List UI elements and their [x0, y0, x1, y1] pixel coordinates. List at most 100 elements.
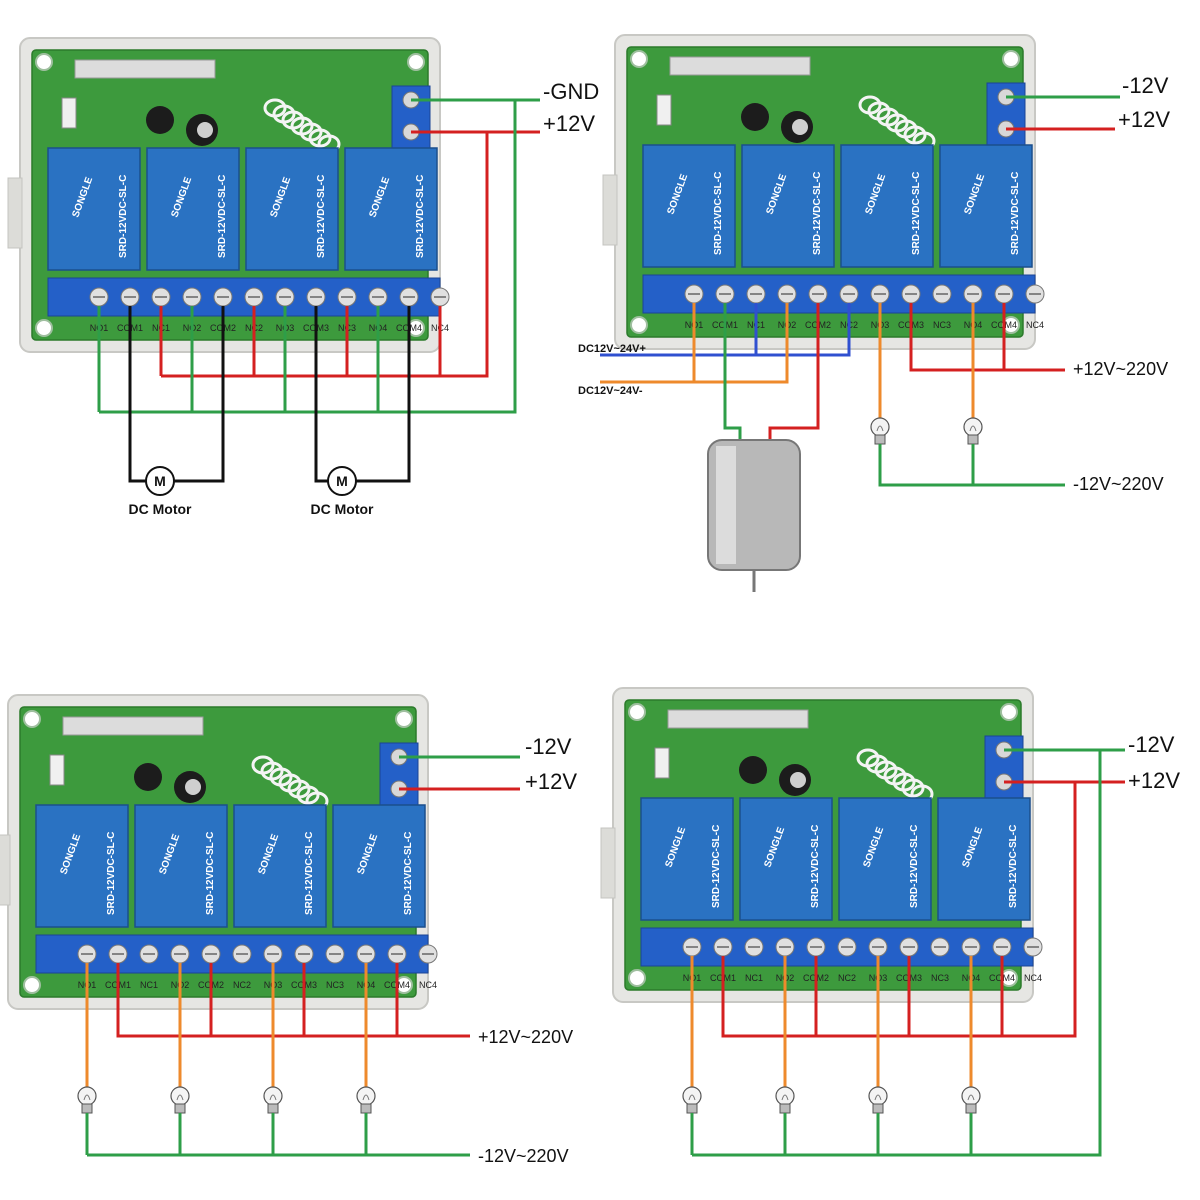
bulb-filament [176, 1094, 184, 1101]
bulb-base [779, 1103, 791, 1114]
relay-model: SRD-12VDC-SL-C [911, 172, 922, 255]
case-clip [7, 177, 23, 249]
dc-motor [707, 439, 801, 592]
capacitor-top [185, 779, 201, 795]
load-pos-label: +12V~220V [478, 1027, 573, 1047]
relay-model: SRD-12VDC-SL-C [711, 825, 722, 908]
dc-pos-label: DC12V~24V+ [578, 343, 646, 355]
bulb-glass [170, 1086, 190, 1106]
case-clip [600, 827, 616, 899]
load-pos-wire [909, 303, 1065, 372]
terminal-label: NC2 [233, 980, 251, 990]
load-pos-wire [721, 782, 1077, 1038]
bulb-glass [961, 1086, 981, 1106]
power-label-gnd: -GND [543, 79, 599, 104]
relay-model: SRD-12VDC-SL-C [217, 175, 228, 258]
terminal-label: NC4 [419, 980, 437, 990]
case-clip [602, 174, 618, 246]
bulb-glass [868, 1086, 888, 1106]
learn-button [61, 97, 77, 129]
receiver-module [667, 709, 809, 729]
relay-body [840, 144, 934, 268]
power-label-neg: -12V [1128, 732, 1175, 757]
mounting-hole [630, 50, 648, 68]
relay-model: SRD-12VDC-SL-C [205, 832, 216, 915]
terminal-label: NC3 [931, 973, 949, 983]
relay-body [739, 797, 833, 921]
power-label-pos: +12V [1118, 107, 1170, 132]
mounting-hole [1000, 703, 1018, 721]
bulb-glass [870, 417, 890, 437]
mounting-hole [630, 316, 648, 334]
relay-model: SRD-12VDC-SL-C [713, 172, 724, 255]
relay-body [134, 804, 228, 928]
bulb-base [965, 1103, 977, 1114]
mounting-hole [395, 710, 413, 728]
bulb-icon [263, 1086, 283, 1114]
bulb-filament [688, 1094, 696, 1101]
relay-body [344, 147, 438, 271]
dc-pos-wire [600, 303, 851, 357]
mounting-hole [1002, 50, 1020, 68]
bulb-filament [876, 425, 884, 432]
bulb-filament [362, 1094, 370, 1101]
load-neg-wire [692, 750, 1102, 1157]
bulb-icon [963, 417, 983, 445]
motor-symbol [327, 466, 357, 496]
gnd-bus [99, 100, 517, 414]
power-label-pos: +12V [525, 769, 577, 794]
bulb-glass [963, 417, 983, 437]
motor-wire-a [723, 303, 742, 440]
relay-model: SRD-12VDC-SL-C [316, 175, 327, 258]
bulb-glass [682, 1086, 702, 1106]
terminal-label: NC4 [1024, 973, 1042, 983]
terminal-label: NC2 [838, 973, 856, 983]
case-clip [0, 834, 11, 906]
relay-model: SRD-12VDC-SL-C [415, 175, 426, 258]
bulb-filament [967, 1094, 975, 1101]
relay-model: SRD-12VDC-SL-C [304, 832, 315, 915]
mounting-hole [628, 703, 646, 721]
capacitor [146, 106, 174, 134]
motor-letter: M [154, 473, 166, 489]
bulb-base [872, 1103, 884, 1114]
relay-body [640, 797, 734, 921]
bulb-glass [263, 1086, 283, 1106]
motor-wire [128, 306, 146, 483]
learn-button [49, 754, 65, 786]
bulb-icon [356, 1086, 376, 1114]
relay-model: SRD-12VDC-SL-C [106, 832, 117, 915]
load-pos-label: +12V~220V [1073, 359, 1168, 379]
motor-label: DC Motor [129, 501, 193, 517]
relay-model: SRD-12VDC-SL-C [403, 832, 414, 915]
bulb-base [686, 1103, 698, 1114]
dc-neg-wire [600, 303, 789, 384]
relay-body [245, 147, 339, 271]
relay-model: SRD-12VDC-SL-C [1010, 172, 1021, 255]
mounting-hole [23, 710, 41, 728]
receiver-module [62, 716, 204, 736]
capacitor-top [197, 122, 213, 138]
mounting-hole [35, 53, 53, 71]
motor-label: DC Motor [311, 501, 375, 517]
relay-model: SRD-12VDC-SL-C [1008, 825, 1019, 908]
power-label-neg: -12V [525, 734, 572, 759]
relay-body [838, 797, 932, 921]
power-label-neg: -12V [1122, 73, 1169, 98]
motor-highlight [716, 446, 736, 564]
bulb-glass [775, 1086, 795, 1106]
